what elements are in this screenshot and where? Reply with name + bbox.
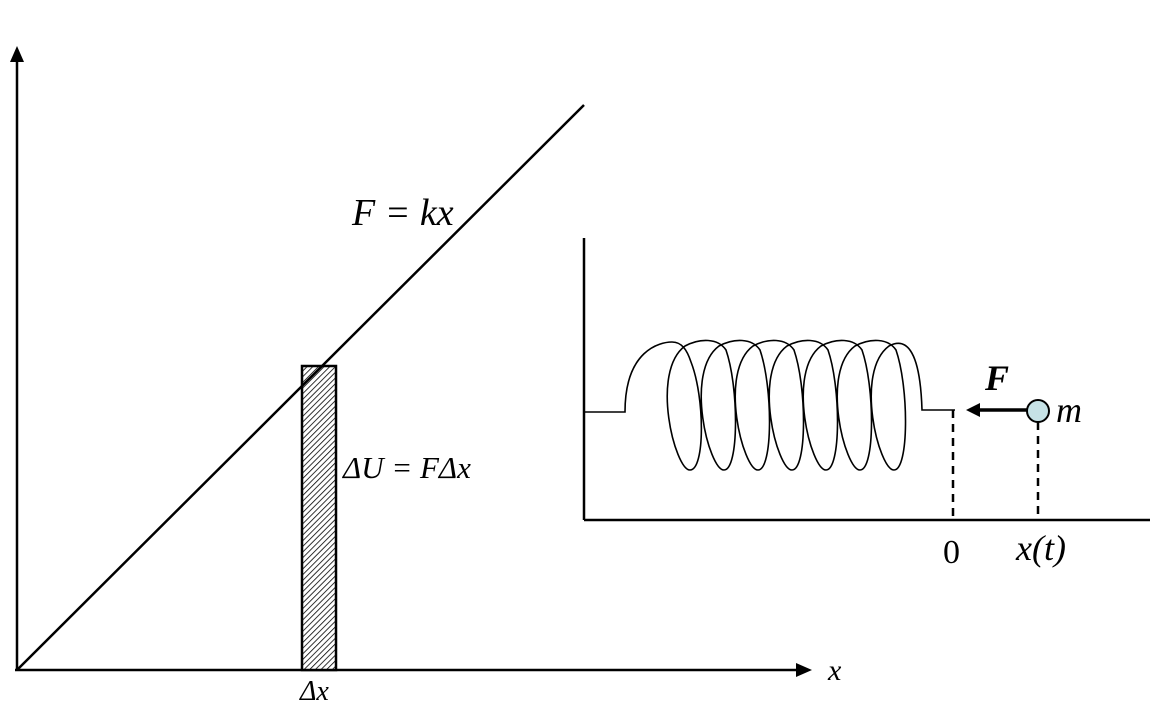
area-strip bbox=[300, 364, 338, 672]
position-label: x(t) bbox=[1015, 528, 1066, 568]
y-axis-arrowhead bbox=[10, 46, 24, 62]
x-axis-arrowhead bbox=[796, 663, 812, 677]
mass-ball bbox=[1026, 399, 1050, 423]
force-line-label: F = kx bbox=[351, 192, 454, 234]
strip-width-label: Δx bbox=[299, 676, 329, 707]
area-label: ΔU = FΔx bbox=[341, 450, 471, 485]
equilibrium-label: 0 bbox=[943, 534, 960, 571]
force-displacement-graph: x F = kx ΔU = FΔx Δx bbox=[10, 46, 842, 707]
x-axis-label: x bbox=[827, 654, 842, 687]
spring-coil bbox=[584, 339, 955, 471]
force-label: F bbox=[984, 358, 1009, 398]
force-arrowhead bbox=[966, 403, 980, 417]
mass-label: m bbox=[1056, 390, 1082, 430]
spring-mass-figure: F m 0 x(t) bbox=[582, 238, 1150, 571]
force-line bbox=[16, 104, 585, 671]
